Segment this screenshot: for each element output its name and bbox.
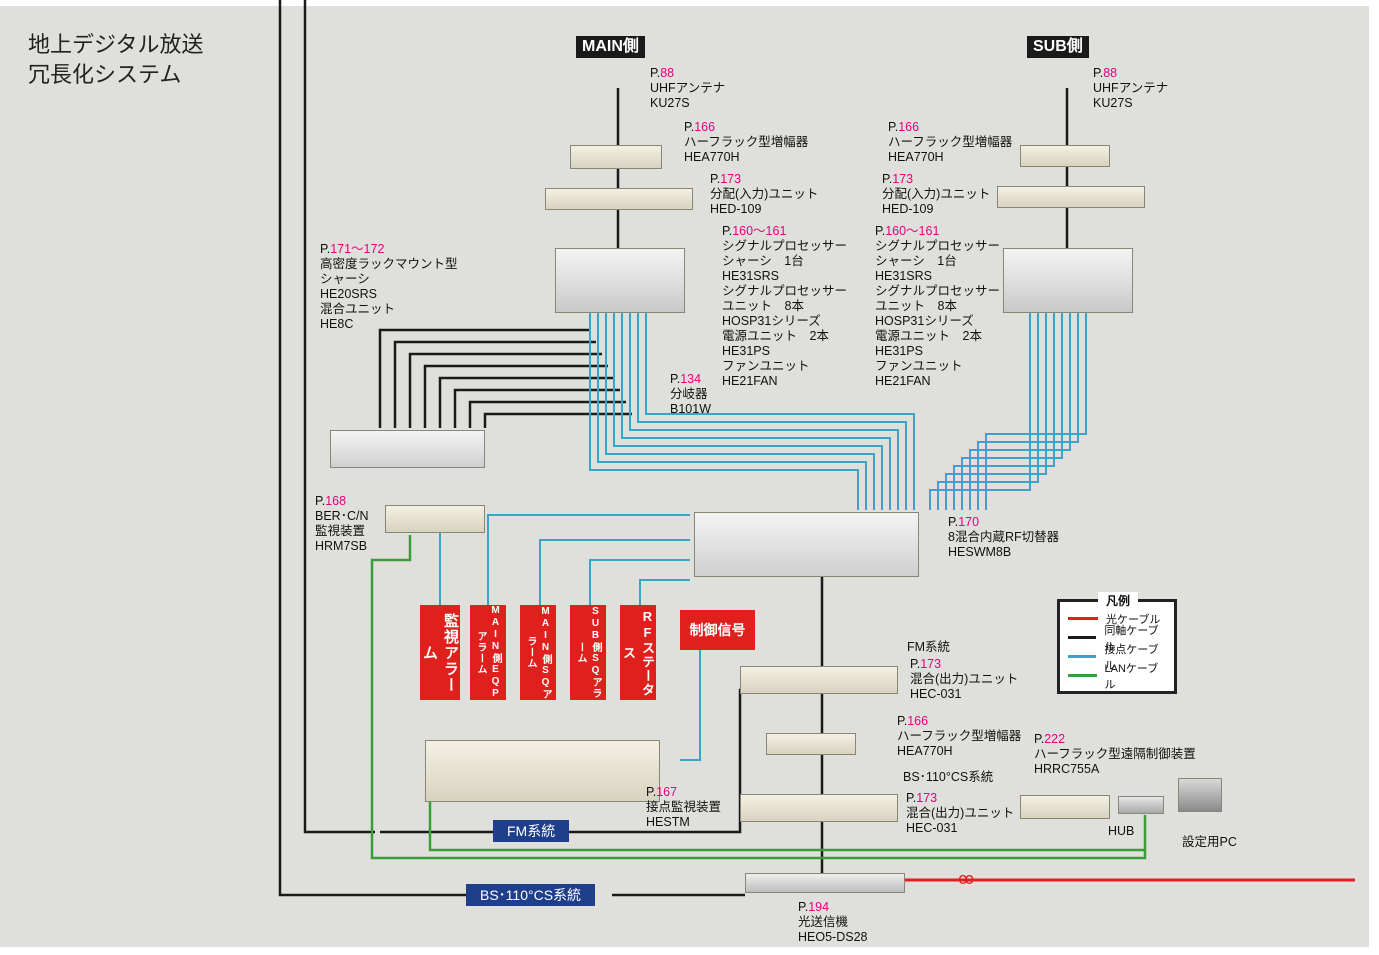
svg-text:ꝏ: ꝏ: [958, 869, 974, 888]
fm-amp-device: [766, 733, 856, 755]
legend-item-optical: 光ケーブル: [1068, 609, 1166, 628]
fm-system-header: FM系統: [907, 640, 951, 654]
alarm-box-rf-status: RFステータス: [620, 605, 656, 700]
alarm-box-main-sq: MAIN側SQアラーム: [520, 605, 556, 700]
control-signal-box: 制御信号: [680, 610, 755, 650]
main-amplifier-device: [570, 145, 662, 169]
title-line2: 冗長化システム: [28, 62, 182, 87]
rack-chassis-device: [330, 430, 485, 468]
diagram-title: 地上デジタル放送 冗長化システム: [28, 30, 204, 90]
bs-mix-device: [740, 794, 898, 822]
alarm-box-monitor: 監視アラーム: [420, 605, 460, 700]
alarm-box-main-eqp: MAIN側EQPアラーム: [470, 605, 506, 700]
title-line1: 地上デジタル放送: [28, 32, 204, 57]
remote-ctrl-device: [1020, 795, 1110, 819]
bs-system-header: BS･110°CS系統: [903, 770, 994, 784]
ber-monitor-device: [385, 505, 485, 533]
contact-monitor-device: [425, 740, 660, 802]
sub-amplifier-device: [1020, 145, 1110, 167]
legend-item-lan: LANケーブル: [1068, 663, 1166, 691]
sub-processor-chassis: [1003, 248, 1133, 313]
main-processor-chassis: [555, 248, 685, 313]
pc-device: [1178, 778, 1222, 812]
fm-mix-device: [740, 666, 898, 694]
main-distributor-device: [545, 188, 693, 210]
alarm-box-sub-sq: SUB側SQアラーム: [570, 605, 606, 700]
legend-item-contact: 接点ケーブル: [1068, 644, 1166, 672]
legend-title: 凡例: [1098, 592, 1138, 609]
main-side-header: MAIN側: [576, 36, 645, 58]
diagram-panel: [0, 6, 1369, 947]
bs-system-tag: BS･110°CS系統: [466, 884, 596, 906]
sub-side-header: SUB側: [1027, 36, 1089, 58]
rf-switch-device: [694, 512, 919, 577]
pc-label: 設定用PC: [1182, 835, 1237, 849]
legend-box: 凡例 光ケーブル 同軸ケーブル 接点ケーブル LANケーブル: [1057, 592, 1177, 694]
legend-item-coax: 同軸ケーブル: [1068, 625, 1166, 653]
hub-label: HUB: [1108, 824, 1135, 838]
sub-distributor-device: [997, 186, 1145, 208]
fm-system-tag: FM系統: [493, 820, 570, 842]
optical-tx-device: [745, 873, 905, 893]
hub-device: [1118, 796, 1164, 814]
